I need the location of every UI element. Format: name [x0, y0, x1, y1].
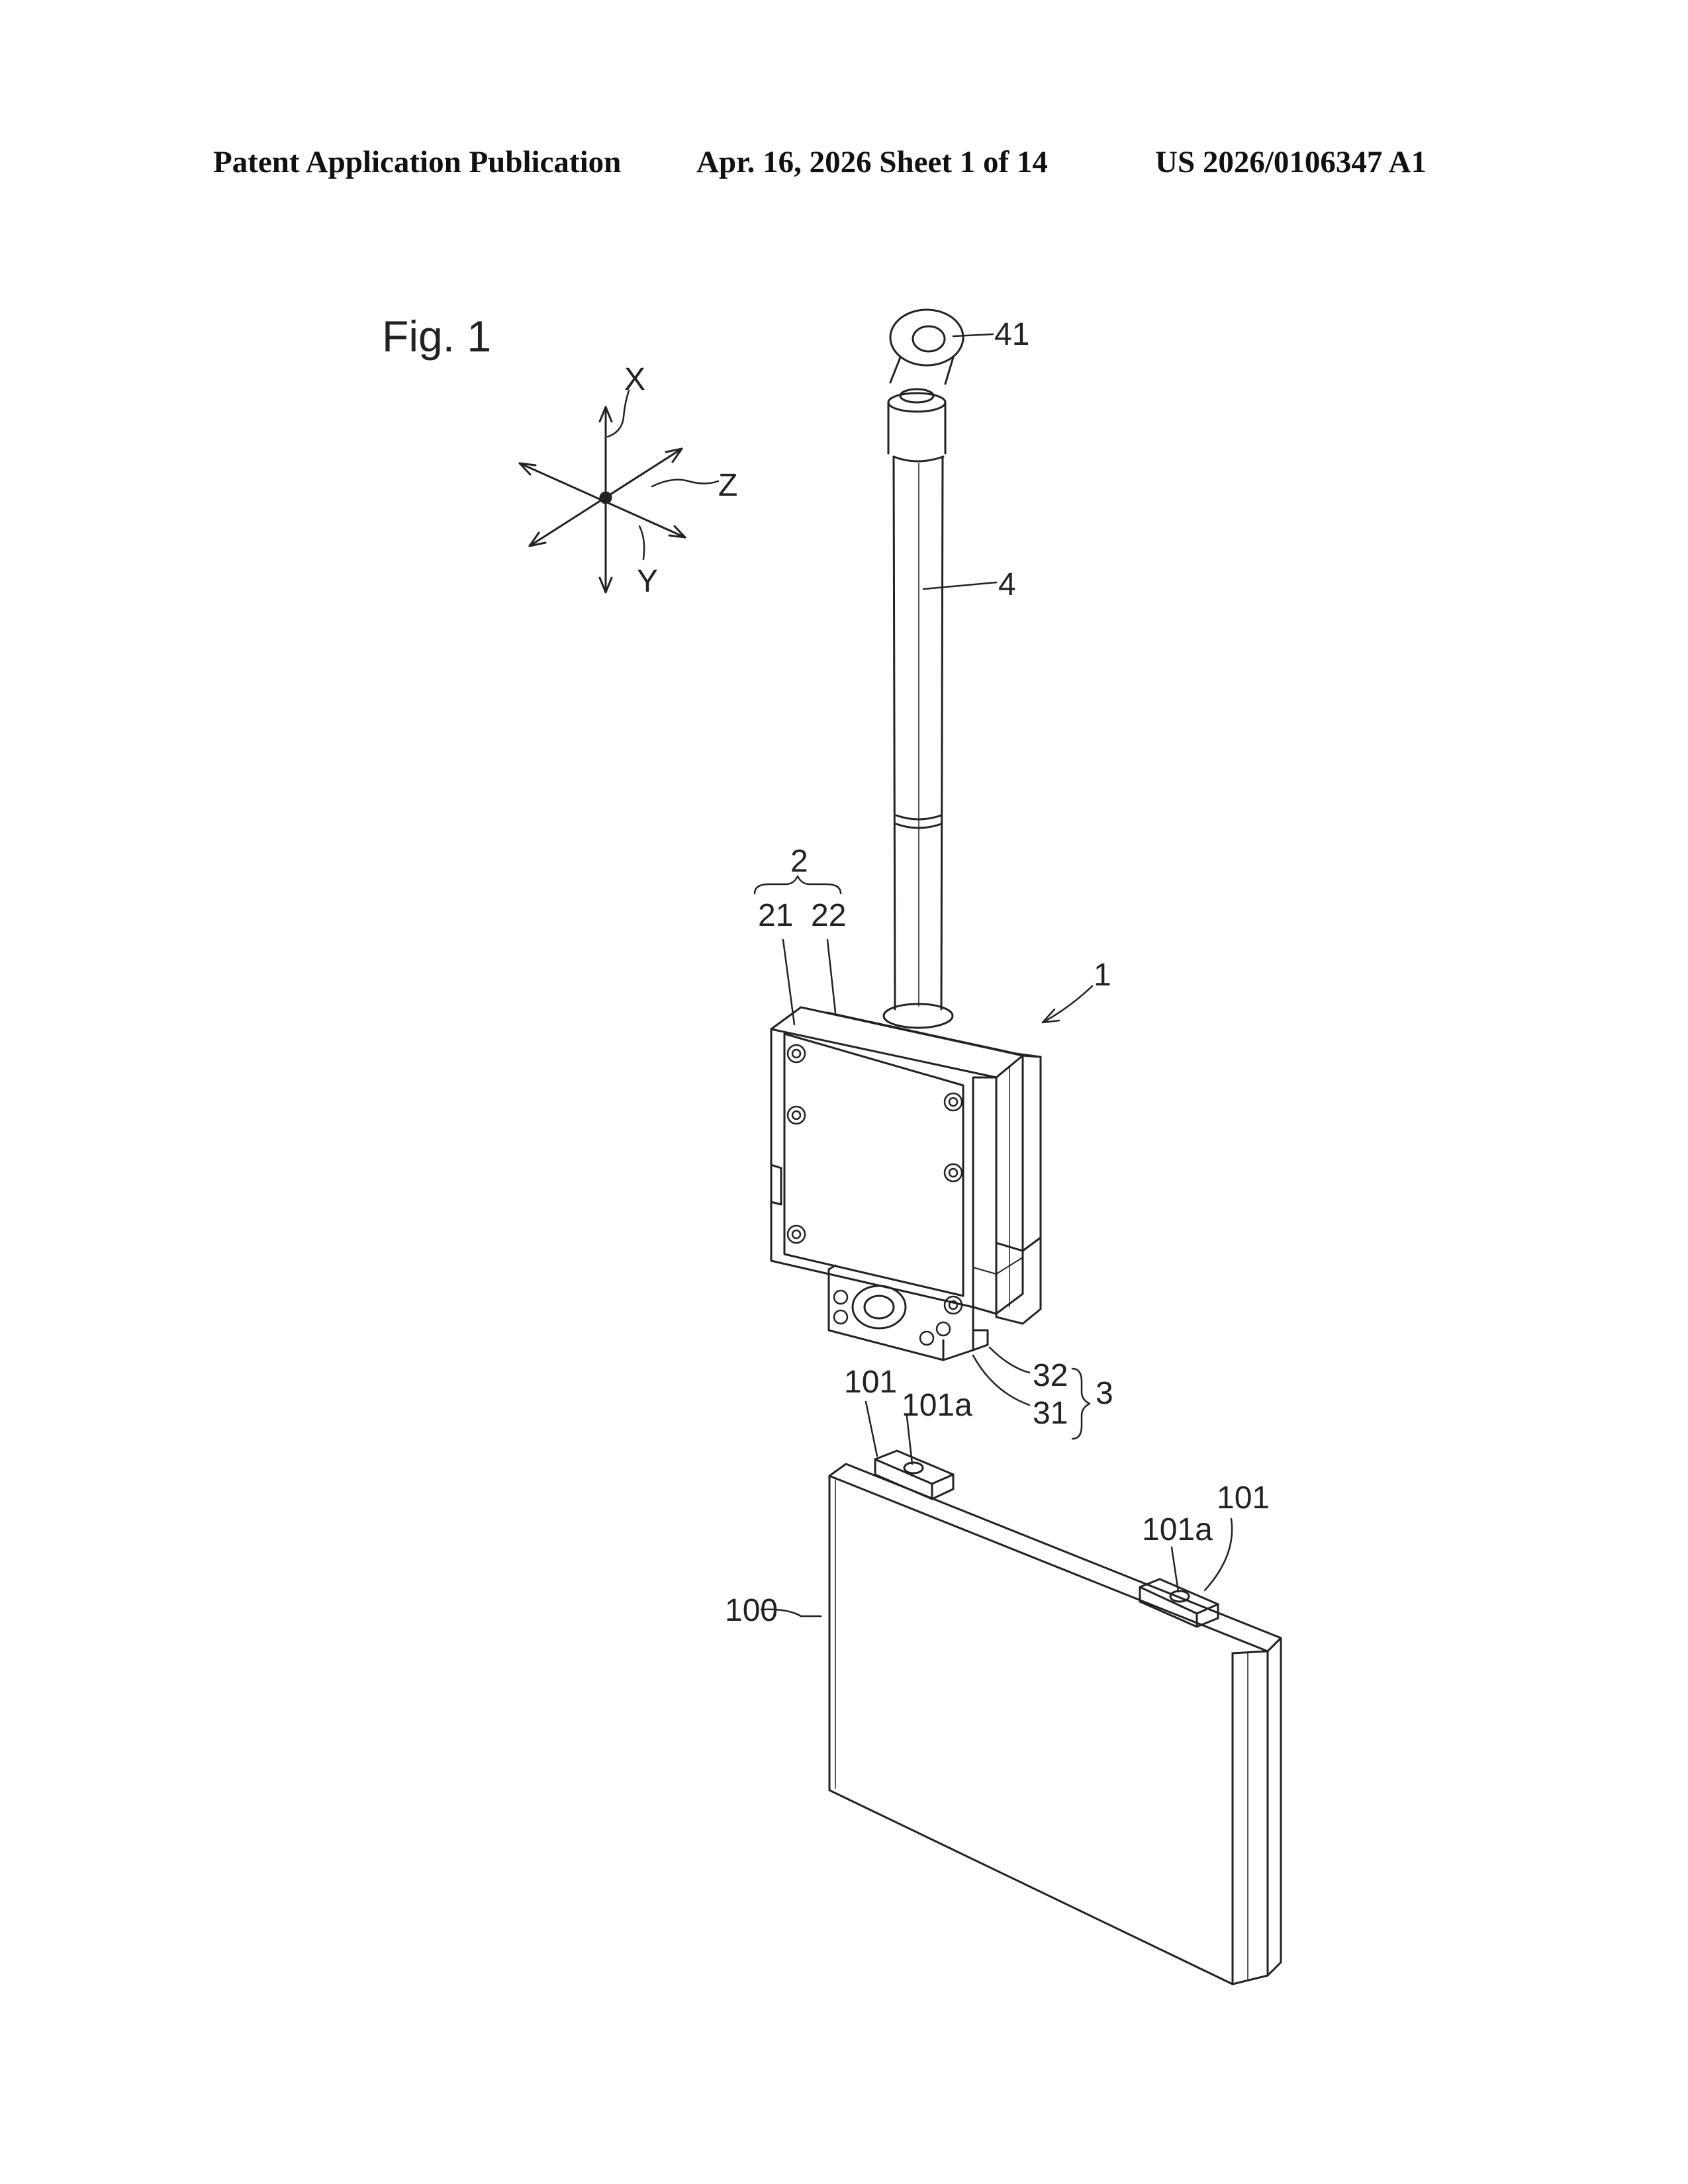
ref-label-101-left: 101 — [844, 1367, 897, 1398]
ref-label-101a-left: 101a — [902, 1390, 972, 1422]
ref-label-21: 21 — [758, 900, 793, 932]
rod-assembly — [888, 310, 996, 1009]
ref-label-32: 32 — [1033, 1360, 1068, 1392]
battery-cell — [761, 1402, 1281, 1984]
coordinate-axes — [520, 390, 718, 592]
ref-label-101-right: 101 — [1217, 1482, 1270, 1514]
ref-label-3: 3 — [1096, 1378, 1113, 1410]
axis-label-x: X — [624, 364, 645, 396]
ref-label-2: 2 — [790, 846, 808, 878]
ref-label-1: 1 — [1094, 960, 1111, 991]
axis-label-z: Z — [718, 470, 737, 502]
ref-label-100: 100 — [725, 1595, 778, 1627]
ref-label-22: 22 — [811, 900, 846, 932]
ref-label-4: 4 — [998, 569, 1016, 601]
figure-title: Fig. 1 — [382, 314, 491, 358]
gripper-device — [755, 876, 1092, 1439]
ref-label-31: 31 — [1033, 1398, 1068, 1430]
ref-label-41: 41 — [994, 319, 1029, 351]
axis-label-y: Y — [637, 566, 658, 598]
ref-label-101a-right: 101a — [1142, 1514, 1213, 1546]
